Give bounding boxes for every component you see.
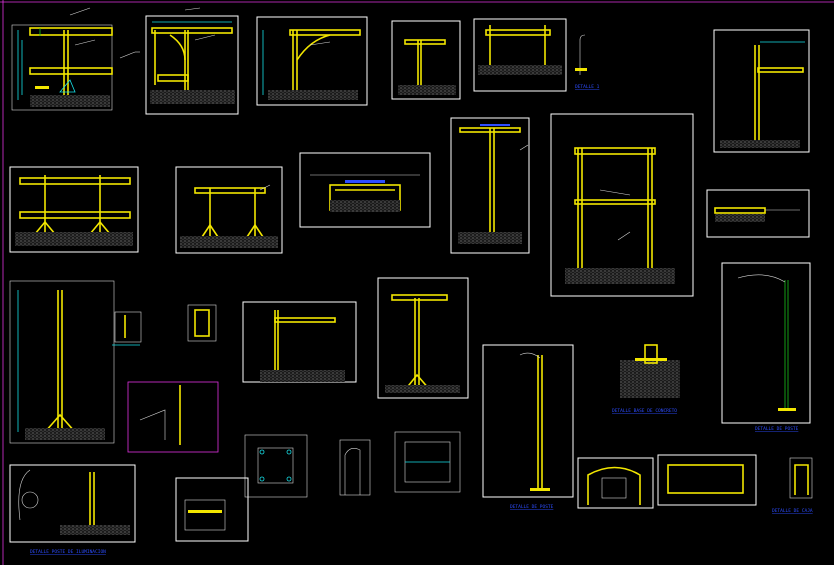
- detail-1-crossarm-pole: [11, 7, 113, 111]
- detail-19-concrete-base: DETALLE BASE DE CONCRETO: [612, 344, 680, 414]
- detail-17-gravel: [385, 385, 460, 393]
- detail-7-double-crossarm: [9, 166, 139, 253]
- detail-3-ground-gravel: [268, 90, 358, 100]
- detail-22-luminaire: DETALLE POSTE DE ILUMINACION: [9, 464, 136, 555]
- caption-detalle-caja: DETALLE DE CAJA: [772, 508, 813, 514]
- detail-18-lamp-pole: DETALLE DE POSTE: [482, 344, 574, 510]
- detail-28-plan: [657, 454, 757, 506]
- detail-23-base-plate: [244, 434, 308, 498]
- detail-13-tall-pole: [9, 280, 115, 444]
- caption-detalle-de-poste-b: DETALLE DE POSTE: [755, 426, 799, 432]
- detail-9-beam-section: [299, 152, 431, 228]
- detail-12-elevation: [706, 189, 810, 238]
- detail-22-gravel: [60, 525, 130, 535]
- detail-7-ground-gravel: [15, 232, 133, 246]
- detail-25-plate: [394, 431, 461, 493]
- detail-17-column-crossarm: [377, 277, 469, 399]
- detail-15-small-section: [187, 304, 217, 342]
- detail-19-gravel: [620, 360, 680, 398]
- caption-detalle-de-poste-a: DETALLE DE POSTE: [510, 504, 554, 510]
- detail-10-gravel: [458, 232, 522, 244]
- caption-poste-iluminacion: DETALLE POSTE DE ILUMINACION: [30, 549, 106, 555]
- detail-11-gravel: [565, 268, 675, 284]
- detail-1-ground-gravel: [30, 95, 110, 107]
- detail-24-anchor: [339, 439, 371, 496]
- detail-5-ground-gravel: [478, 65, 562, 75]
- detail-11-large-portal: [550, 113, 694, 297]
- detail-5-portal-frame: DETALLE 1: [473, 18, 600, 92]
- detail-3-bracket-pole: [256, 16, 368, 106]
- detail-8-frame: [175, 166, 283, 254]
- caption-detalle-1: DETALLE 1: [575, 84, 600, 90]
- detail-21-magenta-box: [127, 381, 219, 453]
- detail-12-gravel: [715, 214, 765, 222]
- detail-8-ground-gravel: [180, 236, 278, 248]
- detail-2-support: [145, 7, 239, 115]
- detail-27-box: [577, 457, 654, 509]
- detail-6-ground-gravel: [720, 140, 800, 148]
- detail-6-right-pole: [713, 29, 810, 153]
- callout-leaders: [119, 51, 631, 241]
- detail-2-ground-gravel: [150, 90, 235, 104]
- detail-4-small-pole: [391, 20, 461, 100]
- detail-29-caja: DETALLE DE CAJA: [772, 457, 813, 514]
- detail-20-right-lamp-pole: DETALLE DE POSTE: [721, 262, 811, 432]
- detail-16-cantilever: [242, 301, 357, 383]
- detail-26-bottom-plate: [175, 477, 249, 542]
- caption-base-concreto: DETALLE BASE DE CONCRETO: [612, 408, 677, 414]
- detail-4-ground-gravel: [398, 85, 456, 95]
- detail-14-small-section: [112, 311, 142, 346]
- detail-13-gravel: [25, 428, 105, 440]
- detail-16-gravel: [260, 370, 345, 382]
- detail-10-tall-column: [450, 117, 530, 254]
- detail-9-gravel: [330, 200, 400, 212]
